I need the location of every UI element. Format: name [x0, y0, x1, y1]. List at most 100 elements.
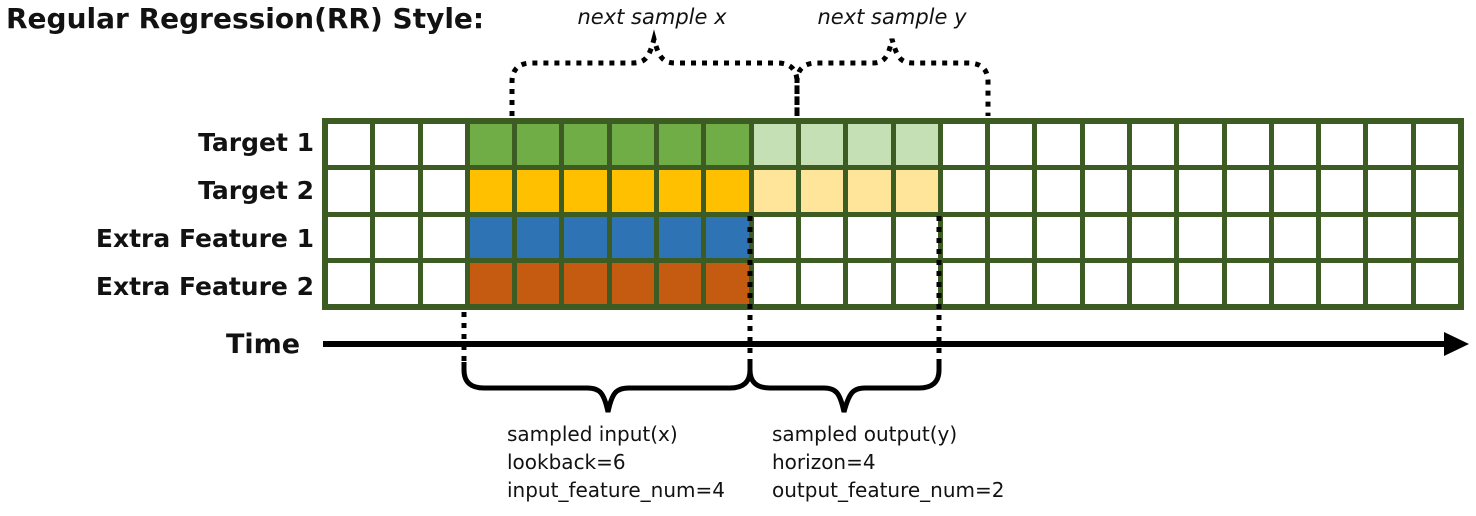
time-axis-label: Time	[226, 329, 301, 360]
grid-cell	[469, 216, 513, 258]
grid-cell	[1131, 216, 1175, 258]
grid-cell	[1226, 124, 1269, 166]
grid-cell	[517, 170, 560, 212]
input-feature-num-value: input_feature_num=4	[507, 478, 725, 502]
grid-cell	[990, 124, 1033, 166]
grid-cell	[517, 216, 560, 258]
grid-cell	[1037, 124, 1080, 166]
next-sample-y-brace-icon	[794, 38, 991, 116]
grid-cell	[1226, 170, 1269, 212]
next-sample-x-brace-icon	[509, 29, 800, 116]
grid-cell	[469, 124, 513, 166]
grid-cell	[1273, 262, 1317, 304]
output-feature-num-value: output_feature_num=2	[772, 478, 1005, 502]
grid-cell	[800, 262, 844, 304]
grid-cell	[895, 170, 938, 212]
diagram-title: Regular Regression(RR) Style:	[6, 2, 485, 35]
grid-cell	[375, 170, 418, 212]
grid-cell	[942, 262, 986, 304]
row-label-target-1: Target 1	[198, 127, 314, 157]
grid-cell	[1415, 262, 1458, 304]
grid-cell	[1321, 124, 1364, 166]
grid-cell	[422, 262, 465, 304]
grid-cell	[375, 216, 418, 258]
sampled-input-title: sampled input(x)	[507, 422, 678, 446]
lookback-value: lookback=6	[507, 450, 626, 474]
grid-cell	[942, 170, 986, 212]
grid-cell	[1037, 170, 1080, 212]
grid-cell	[659, 216, 702, 258]
grid-cell	[1368, 170, 1411, 212]
grid-cell	[848, 216, 891, 258]
row-label-target-2: Target 2	[198, 175, 314, 205]
sampled-output-note: sampled output(y) horizon=4 output_featu…	[772, 420, 1005, 504]
grid-cell	[469, 262, 513, 304]
grid-cell	[1415, 170, 1458, 212]
grid-cell	[1226, 216, 1269, 258]
grid-cell	[1321, 170, 1364, 212]
row-label-extra-feature-1: Extra Feature 1	[95, 223, 314, 253]
grid-cell	[990, 262, 1033, 304]
grid-cell	[1273, 170, 1317, 212]
grid-cell	[1179, 124, 1222, 166]
grid-cell	[1226, 262, 1269, 304]
next-sample-x-label: next sample x	[577, 5, 727, 29]
sampled-output-brace-icon	[747, 362, 942, 413]
grid-cell	[422, 216, 465, 258]
grid-cell	[706, 124, 749, 166]
grid-cell	[422, 124, 465, 166]
grid-cell	[1131, 124, 1175, 166]
grid-cell	[469, 170, 513, 212]
grid-cell	[564, 124, 607, 166]
grid-cell	[564, 216, 607, 258]
grid-cell	[328, 216, 371, 258]
grid-cell	[990, 216, 1033, 258]
grid-cell	[659, 262, 702, 304]
grid-cell	[990, 170, 1033, 212]
grid-cell	[848, 262, 891, 304]
next-sample-y-label: next sample y	[817, 5, 967, 29]
grid-cell	[564, 170, 607, 212]
grid-cell	[800, 170, 844, 212]
grid-cell	[1368, 124, 1411, 166]
grid-cell	[753, 170, 796, 212]
grid-cell	[895, 262, 938, 304]
grid-cell	[1368, 216, 1411, 258]
grid-cell	[422, 170, 465, 212]
grid-cell	[375, 262, 418, 304]
grid-cell	[328, 124, 371, 166]
grid-cell	[1084, 170, 1127, 212]
grid-cell	[848, 124, 891, 166]
sampled-input-brace-icon	[461, 362, 753, 413]
grid-cell	[328, 170, 371, 212]
grid-cell	[753, 216, 796, 258]
grid-cell	[328, 262, 371, 304]
time-axis-arrowhead-icon	[1444, 332, 1469, 356]
grid-cell	[1131, 170, 1175, 212]
grid-cell	[753, 262, 796, 304]
grid-cell	[1321, 216, 1364, 258]
grid-cell	[706, 262, 749, 304]
grid-cell	[1037, 262, 1080, 304]
grid-cell	[1273, 124, 1317, 166]
grid-cell	[1179, 216, 1222, 258]
grid-cell	[800, 124, 844, 166]
grid-cell	[517, 124, 560, 166]
grid-cell	[1084, 216, 1127, 258]
sample-grid	[322, 118, 1464, 310]
grid-cell	[753, 124, 796, 166]
grid-cell	[611, 124, 655, 166]
grid-cell	[942, 216, 986, 258]
grid-cell	[1037, 216, 1080, 258]
grid-cell	[564, 262, 607, 304]
grid-cell	[1179, 262, 1222, 304]
grid-cell	[895, 216, 938, 258]
grid-cell	[1084, 262, 1127, 304]
sampled-input-note: sampled input(x) lookback=6 input_featur…	[507, 420, 725, 504]
grid-cell	[800, 216, 844, 258]
grid-cell	[1084, 124, 1127, 166]
grid-cell	[517, 262, 560, 304]
grid-cell	[659, 170, 702, 212]
grid-cell	[1321, 262, 1364, 304]
